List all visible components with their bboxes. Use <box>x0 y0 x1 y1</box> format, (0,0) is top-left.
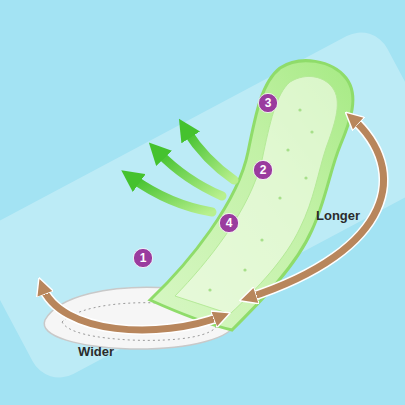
circle-fill <box>219 213 238 232</box>
width-arrow <box>42 286 222 330</box>
arrow-outline <box>42 286 222 330</box>
direction-label: Wider <box>78 344 114 359</box>
length-arrow <box>248 118 384 298</box>
callout-number: 1 <box>140 249 147 267</box>
callout-circle: 3 <box>258 93 278 113</box>
callout-circle: 1 <box>133 248 153 268</box>
pattern-dot <box>243 268 246 271</box>
pad-core <box>175 76 337 314</box>
pattern-dot <box>286 148 289 151</box>
background-band <box>0 22 405 388</box>
pattern-dot <box>310 130 313 133</box>
translucent-band <box>0 22 405 388</box>
pattern-dot <box>298 108 301 111</box>
pattern-dot <box>208 288 211 291</box>
callout-number: 4 <box>226 214 233 232</box>
circle-fill <box>258 93 277 112</box>
direction-label: Longer <box>316 208 360 223</box>
pattern-dot <box>260 238 263 241</box>
callout-number: 2 <box>260 161 267 179</box>
pad-drawing <box>44 61 353 349</box>
callout-number: 3 <box>265 94 272 112</box>
airflow-arrows <box>132 130 234 212</box>
circle-fill <box>253 160 272 179</box>
callout-circle: 2 <box>253 160 273 180</box>
circle-fill <box>133 248 152 267</box>
arrow-outline <box>248 118 384 298</box>
callout-circle: 4 <box>219 213 239 233</box>
pattern-dot <box>304 176 307 179</box>
pad-pattern <box>208 108 313 291</box>
airflow-arrow <box>186 130 234 180</box>
pattern-dot <box>278 196 281 199</box>
size-arrows <box>42 118 384 330</box>
pad-body <box>150 61 353 330</box>
